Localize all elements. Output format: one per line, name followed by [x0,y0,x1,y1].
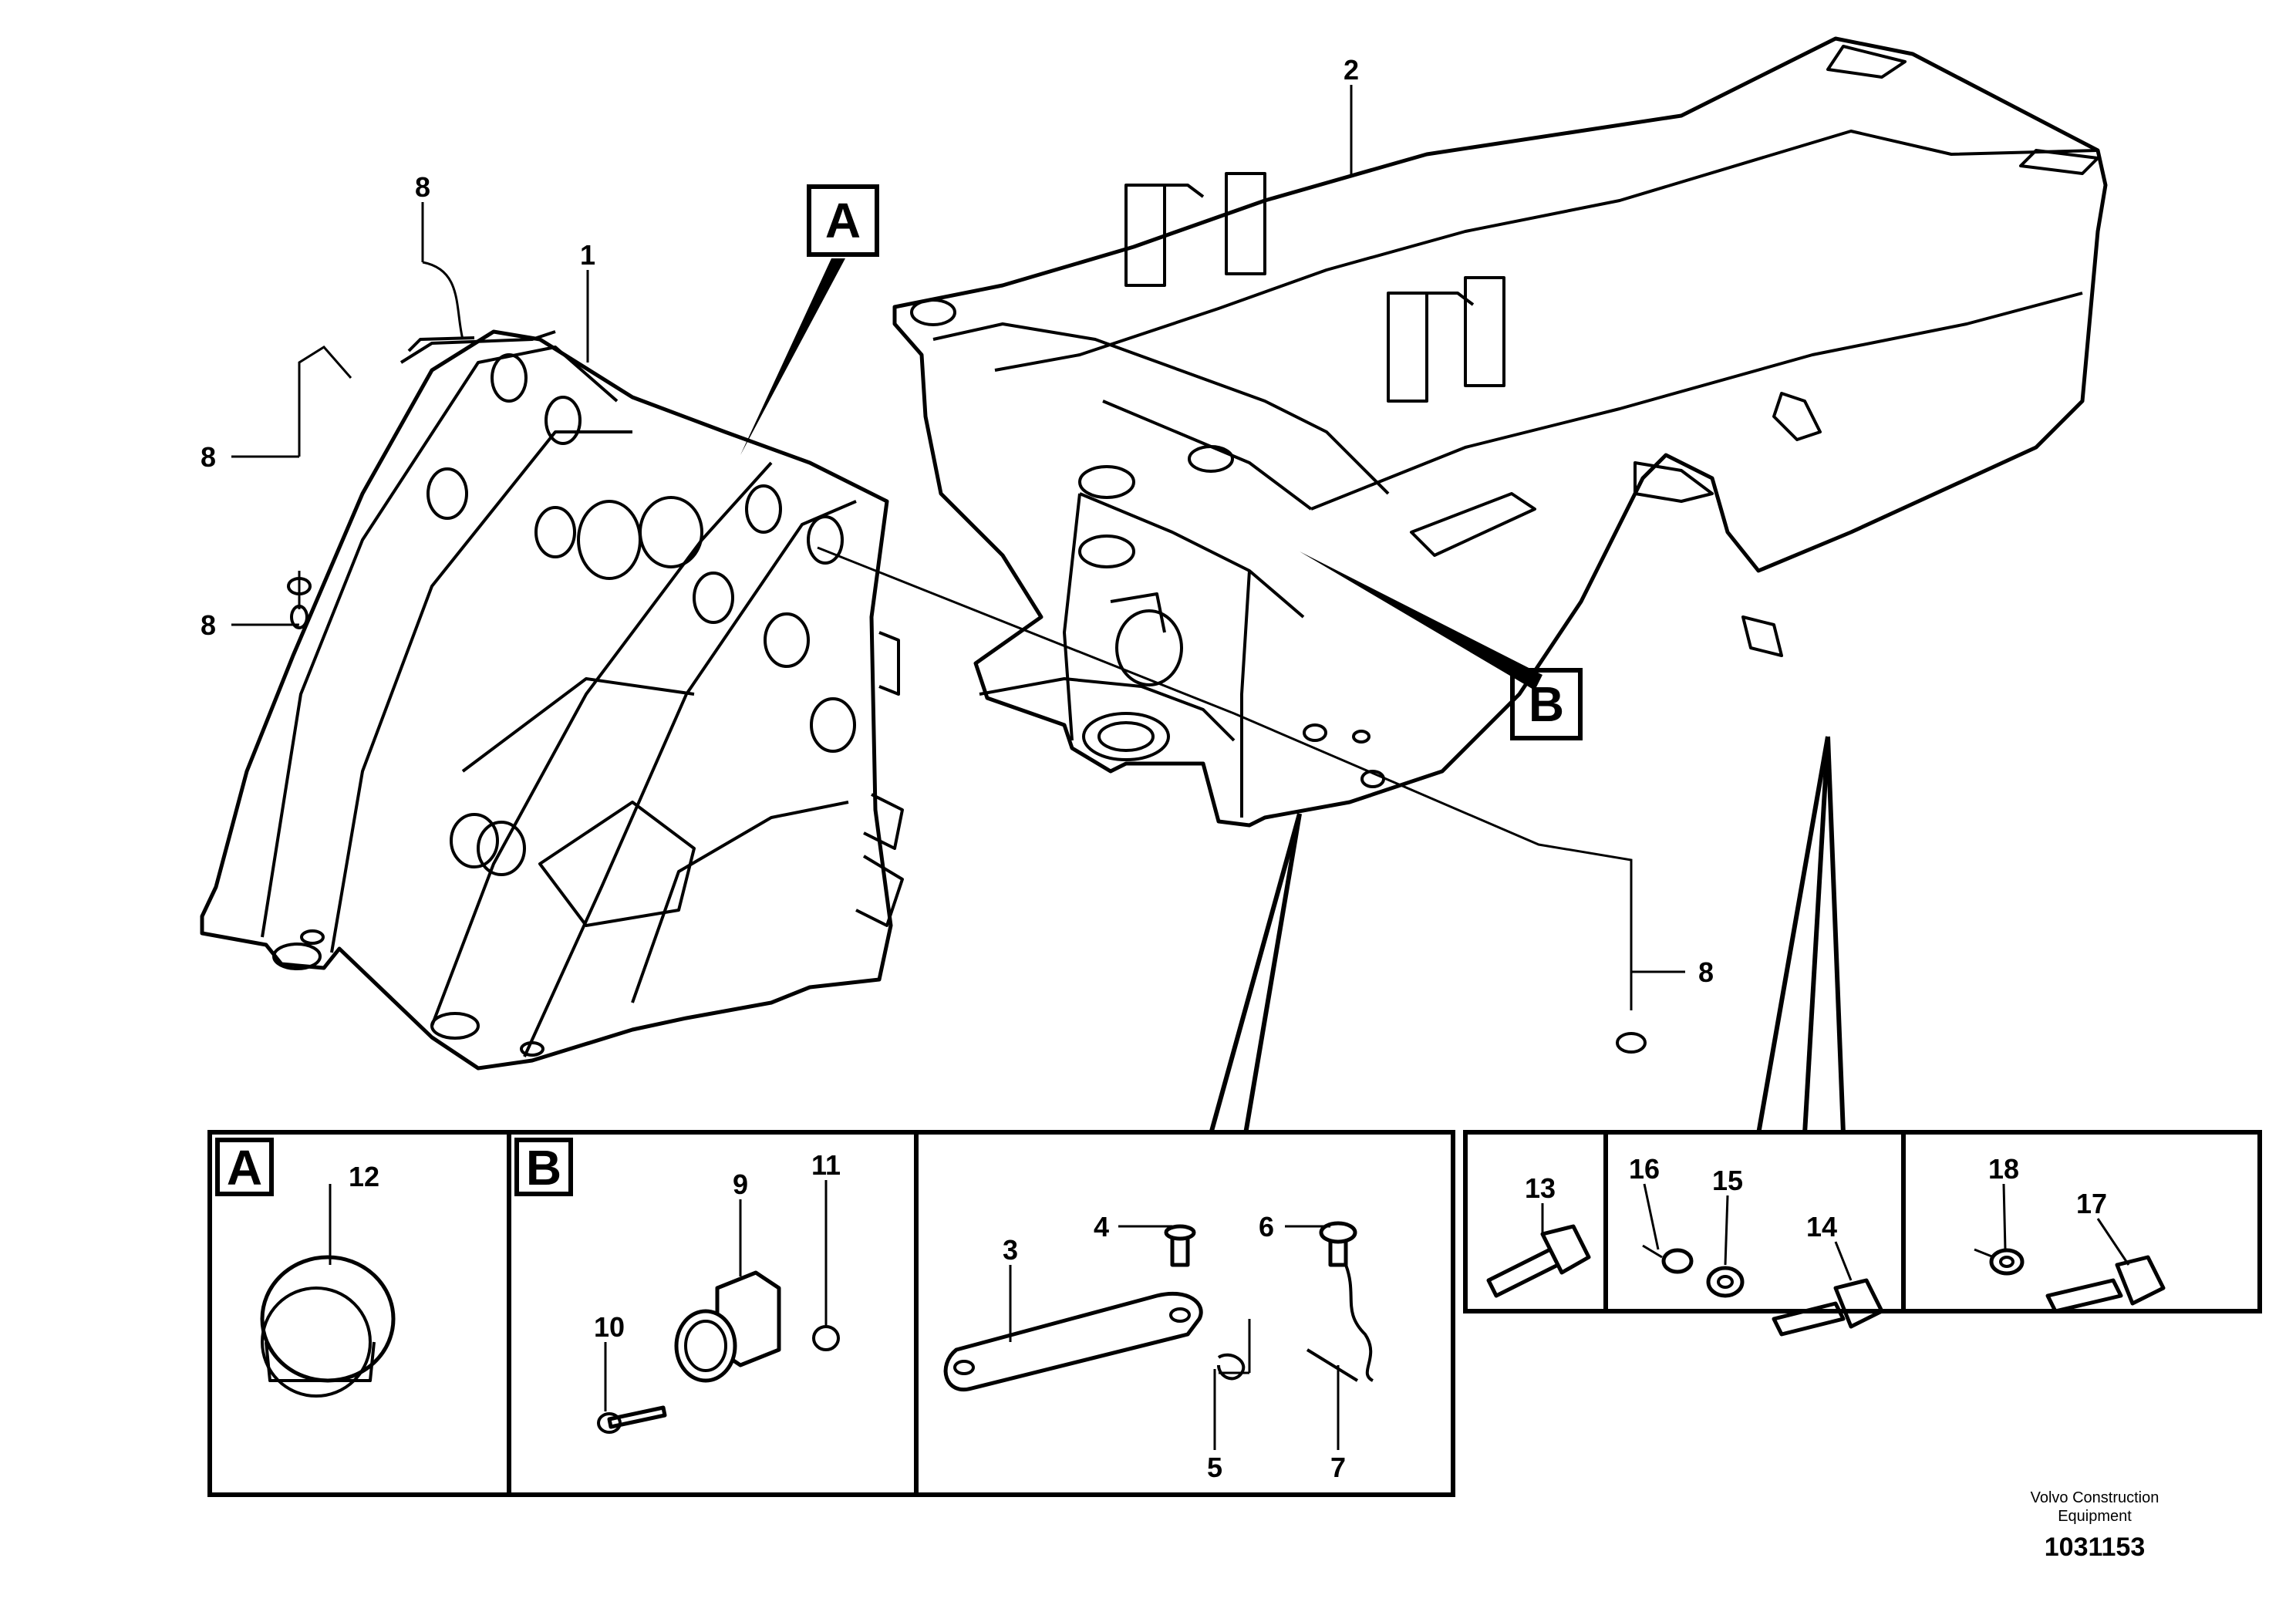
credit-line-2: Equipment [2058,1508,2132,1525]
panel-a-label: A [227,1140,262,1195]
callout-2: 2 [1344,54,1359,86]
callout-3: 3 [1003,1234,1018,1266]
callout-1: 1 [580,239,595,271]
callout-7: 7 [1330,1452,1346,1483]
rear-frame [892,36,2108,828]
callout-18: 18 [1988,1153,2019,1185]
callout-15: 15 [1712,1165,1743,1196]
callout-4: 4 [1094,1211,1109,1243]
callout-5: 5 [1207,1452,1222,1483]
callout-6: 6 [1259,1211,1274,1243]
drawing-number: 1031153 [2045,1533,2146,1562]
valve-assembly [597,1270,840,1434]
callout-8-top: 8 [415,171,430,203]
panel-b-label: B [526,1140,561,1195]
callout-11: 11 [811,1149,841,1181]
callout-12: 12 [349,1161,379,1192]
view-b-pointer [1300,551,1542,690]
view-b-label: B [1529,676,1564,732]
view-b-label-box [1510,668,1583,740]
leader-lines [231,85,2130,1450]
callout-8-right: 8 [1698,956,1714,988]
view-a-pointer [740,258,845,455]
callout-16: 16 [1629,1153,1660,1185]
callout-9: 9 [733,1168,748,1200]
callout-13: 13 [1525,1172,1556,1204]
detail-panels [207,1130,2262,1497]
credit-line-1: Volvo Construction [2031,1489,2159,1506]
callout-14: 14 [1806,1211,1837,1243]
callout-10: 10 [594,1311,625,1343]
callout-8-left-upper: 8 [201,441,216,473]
bushing [260,1255,396,1398]
panel-pointers [1209,736,1846,1135]
view-a-label-box [807,184,879,257]
front-frame [200,329,904,1071]
callout-8-left-lower: 8 [201,609,216,641]
fasteners [1486,1224,2166,1337]
lock-link-kit [943,1221,1374,1392]
callout-17: 17 [2076,1188,2107,1219]
view-a-label: A [825,193,861,248]
